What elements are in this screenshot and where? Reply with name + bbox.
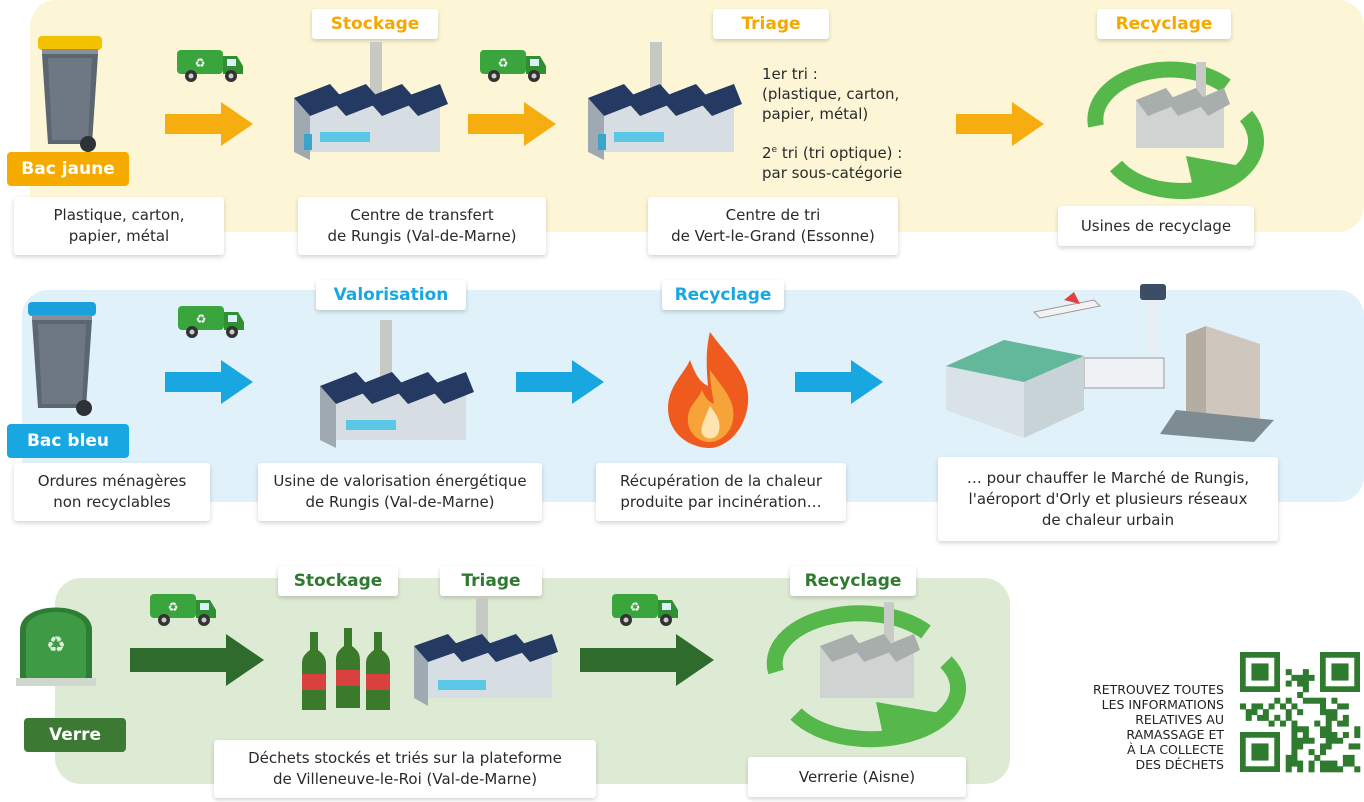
yellow-arrow-2: [468, 102, 556, 146]
recycling-plants-box: Usines de recyclage: [1058, 206, 1254, 246]
svg-text:♻: ♻: [630, 600, 641, 614]
yellow-arrow-3: [956, 102, 1044, 146]
yellow-truck-icon-2: ♻: [480, 50, 546, 82]
fire-icon: [668, 332, 749, 448]
stage-label-storage-green: Stockage: [278, 566, 398, 596]
green-arrow-2: [580, 634, 714, 686]
blue-truck-icon: ♻: [178, 306, 244, 338]
svg-text:♻: ♻: [498, 56, 509, 70]
transfer-center-factory-icon: [294, 42, 448, 160]
yellow-arrow-1: [165, 102, 253, 146]
bottles-icon: [302, 628, 390, 710]
green-truck-icon-1: ♻: [150, 594, 216, 626]
stage-label-sorting-yellow: Triage: [713, 9, 829, 39]
yellow-wheelie-bin-icon: [38, 36, 102, 152]
glass-tag: Verre: [24, 718, 126, 752]
glass-bin-icon: ♻: [16, 607, 96, 686]
sorting-center-factory-icon: [588, 42, 742, 160]
blue-bin-tag: Bac bleu: [7, 424, 129, 458]
glassworks-plant-icon: [766, 602, 967, 748]
svg-text:♻: ♻: [168, 600, 179, 614]
blue-wheelie-bin-icon: [28, 302, 96, 416]
yellow-truck-icon-1: ♻: [177, 50, 243, 82]
green-truck-icon-2: ♻: [612, 594, 678, 626]
yellow-waste-box: Plastique, carton,papier, métal: [14, 197, 224, 255]
blue-arrow-3: [795, 360, 883, 404]
second-sort-text: 2e tri (tri optique) : par sous-catégori…: [762, 144, 903, 182]
stage-label-recycling-yellow: Recyclage: [1097, 9, 1231, 39]
glassworks-box: Verrerie (Aisne): [748, 757, 966, 797]
glass-sorting-factory-icon: [414, 598, 558, 706]
green-arrow-1: [130, 634, 264, 686]
svg-text:♻: ♻: [195, 56, 206, 70]
recycling-plant-icon: [1087, 61, 1264, 200]
stage-label-storage-yellow: Stockage: [312, 9, 438, 39]
energy-plant-factory-icon: [320, 320, 474, 448]
stage-label-recycling-green: Recyclage: [790, 566, 916, 596]
blue-arrow-1: [165, 360, 253, 404]
city-airport-icon: [946, 284, 1274, 442]
glass-platform-box: Déchets stockés et triés sur la platefor…: [214, 740, 596, 798]
first-sort-text: 1er tri : (plastique, carton, papier, mé…: [762, 65, 900, 123]
heating-use-box: … pour chauffer le Marché de Rungis,l'aé…: [938, 457, 1278, 541]
svg-text:♻: ♻: [46, 633, 66, 658]
stage-label-sorting-green: Triage: [440, 566, 542, 596]
stage-label-recovery-blue: Valorisation: [316, 280, 466, 310]
blue-arrow-2: [516, 360, 604, 404]
qr-code-icon[interactable]: [1240, 652, 1361, 778]
yellow-bin-tag: Bac jaune: [7, 152, 129, 186]
stage-label-recycling-blue: Recyclage: [662, 280, 784, 310]
svg-text:♻: ♻: [196, 312, 207, 326]
